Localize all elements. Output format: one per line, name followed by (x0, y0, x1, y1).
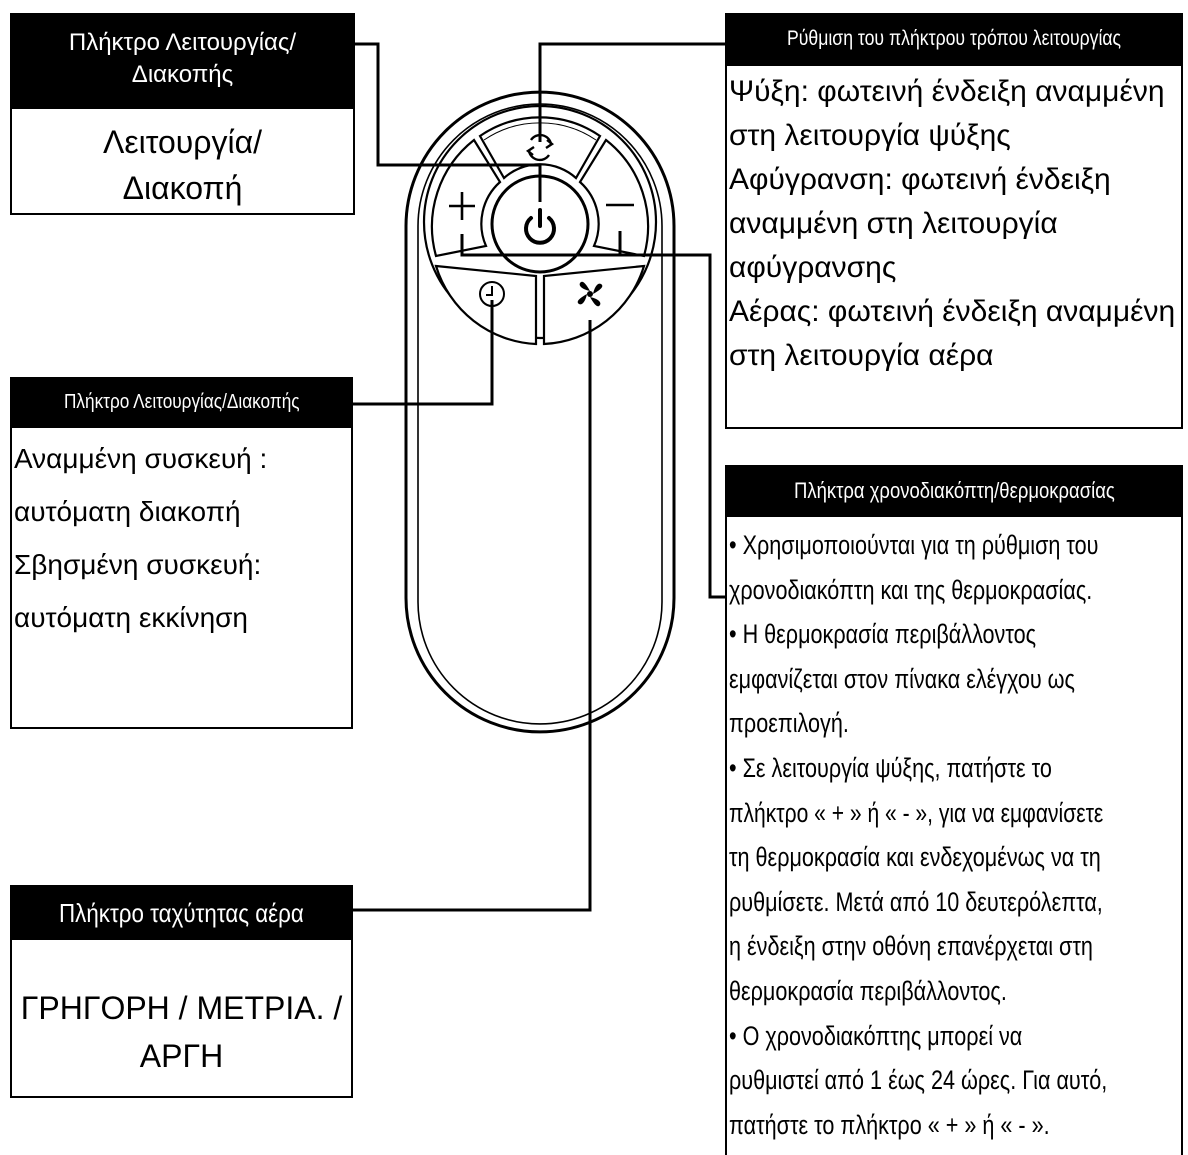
mode-key-header: Ρύθμιση του πλήκτρου τρόπου λειτουργίας (727, 15, 1181, 66)
mode-key-line-5: αφύγρανσης (729, 251, 897, 284)
fan-speed-header: Πλήκτρο ταχύτητας αέρα (12, 887, 351, 940)
temp-keys-box: Πλήκτρα χρονοδιακόπτη/θερμοκρασίας • Χρη… (725, 465, 1183, 1155)
temp-keys-header-text: Πλήκτρα χρονοδιακόπτη/θερμοκρασίας (793, 478, 1115, 503)
power-key-box: Πλήκτρο Λειτουργίας/ Διακοπής Λειτουργία… (10, 13, 355, 215)
power-key-body-line-1: Λειτουργία/ (103, 124, 262, 160)
timer-key-line-1: Αναμμένη συσκευή : (14, 443, 268, 474)
power-key-body: Λειτουργία/ Διακοπή (12, 109, 353, 211)
temp-keys-line-11: θερμοκρασία περιβάλλοντος. (729, 975, 1007, 1006)
fan-speed-line-1: ΓΡΗΓΟΡΗ / ΜΕΤΡΙΑ. / (20, 990, 343, 1026)
temp-keys-line-6: • Σε λειτουργία ψύξης, πατήστε το (729, 752, 1052, 783)
power-key-body-line-2: Διακοπή (122, 170, 243, 206)
temp-keys-line-7: πλήκτρο « + » ή « - », για να εμφανίσετε (729, 797, 1104, 828)
mode-key-line-3: Αφύγρανση: φωτεινή ένδειξη (729, 163, 1111, 196)
fan-speed-body: ΓΡΗΓΟΡΗ / ΜΕΤΡΙΑ. / ΑΡΓΗ (12, 940, 351, 1080)
fan-speed-box: Πλήκτρο ταχύτητας αέρα ΓΡΗΓΟΡΗ / ΜΕΤΡΙΑ.… (10, 885, 353, 1098)
mode-key-line-6: Αέρας: φωτεινή ένδειξη αναμμένη (729, 295, 1176, 328)
timer-key-line-3: Σβησμένη συσκευή: (14, 549, 262, 580)
mode-key-header-text: Ρύθμιση του πλήκτρου τρόπου λειτουργίας (786, 27, 1122, 50)
power-button[interactable] (490, 174, 590, 274)
temp-keys-body: • Χρησιμοποιούνται για τη ρύθμιση του χρ… (727, 517, 1181, 1147)
temp-keys-header: Πλήκτρα χρονοδιακόπτη/θερμοκρασίας (727, 467, 1181, 517)
mode-key-body: Ψύξη: φωτεινή ένδειξη αναμμένη στη λειτο… (727, 66, 1181, 378)
mode-key-line-4: αναμμένη στη λειτουργία (729, 207, 1058, 240)
temp-keys-line-3: • Η θερμοκρασία περιβάλλοντος (729, 619, 1037, 650)
temp-keys-line-8: τη θερμοκρασία και ενδεχομένως να τη (729, 842, 1101, 873)
timer-key-line-4: αυτόματη εκκίνηση (14, 602, 248, 633)
fan-speed-line-2: ΑΡΓΗ (139, 1038, 224, 1074)
timer-key-header-text: Πλήκτρο Λειτουργίας/Διακοπής (63, 391, 300, 413)
mode-key-line-2: στη λειτουργία ψύξης (729, 119, 1011, 152)
mode-key-box: Ρύθμιση του πλήκτρου τρόπου λειτουργίας … (725, 13, 1183, 429)
timer-key-box: Πλήκτρο Λειτουργίας/Διακοπής Αναμμένη συ… (10, 377, 353, 729)
power-key-header-line-1: Πλήκτρο Λειτουργίας/ (68, 29, 297, 56)
power-key-header: Πλήκτρο Λειτουργίας/ Διακοπής (12, 15, 353, 109)
temp-keys-line-14: πατήστε το πλήκτρο « + » ή « - ». (729, 1109, 1050, 1140)
temp-keys-line-1: • Χρησιμοποιούνται για τη ρύθμιση του (729, 530, 1099, 560)
timer-key-body: Αναμμένη συσκευή : αυτόματη διακοπή Σβησ… (12, 428, 351, 644)
power-key-header-line-2: Διακοπής (131, 61, 234, 88)
timer-key-line-2: αυτόματη διακοπή (14, 496, 241, 527)
timer-key-header: Πλήκτρο Λειτουργίας/Διακοπής (12, 379, 351, 428)
temp-keys-line-5: προεπιλογή. (729, 708, 849, 739)
temp-keys-line-4: εμφανίζεται στον πίνακα ελέγχου ως (729, 663, 1075, 694)
temp-keys-line-2: χρονοδιακόπτη και της θερμοκρασίας. (729, 574, 1093, 605)
mode-key-line-1: Ψύξη: φωτεινή ένδειξη αναμμένη (729, 75, 1165, 108)
temp-keys-line-12: • Ο χρονοδιακόπτης μπορεί να (729, 1020, 1023, 1051)
fan-speed-header-text: Πλήκτρο ταχύτητας αέρα (59, 898, 304, 928)
mode-key-line-7: στη λειτουργία αέρα (729, 339, 994, 372)
temp-keys-line-10: η ένδειξη στην οθόνη επανέρχεται στη (729, 931, 1093, 962)
temp-keys-line-9: ρυθμίσετε. Μετά από 10 δευτερόλεπτα, (729, 886, 1103, 917)
temp-keys-line-13: ρυθμιστεί από 1 έως 24 ώρες. Για αυτό, (729, 1065, 1108, 1096)
